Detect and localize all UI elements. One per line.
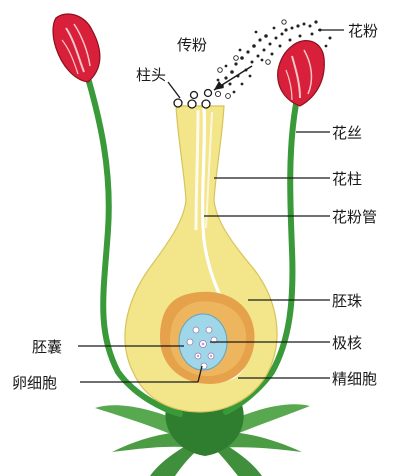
stigma-pollen	[174, 90, 212, 109]
anther-left	[53, 14, 100, 82]
label-filament: 花丝	[332, 124, 362, 142]
pollen-grains-open	[215, 20, 286, 99]
label-polar-nuclei: 极核	[332, 334, 362, 352]
leader-stigma	[168, 82, 180, 98]
label-pollen: 花粉	[348, 22, 378, 40]
label-embryo-sac: 胚囊	[32, 338, 62, 356]
label-ovule: 胚珠	[332, 292, 362, 310]
label-style: 花柱	[332, 170, 362, 188]
anther-right	[278, 41, 325, 106]
label-sperm-cell: 精细胞	[332, 370, 377, 388]
label-pollination: 传粉	[177, 36, 207, 54]
label-pollen-tube: 花粉管	[332, 208, 377, 226]
label-stigma: 柱头	[136, 66, 166, 84]
label-egg-cell: 卵细胞	[12, 374, 57, 392]
